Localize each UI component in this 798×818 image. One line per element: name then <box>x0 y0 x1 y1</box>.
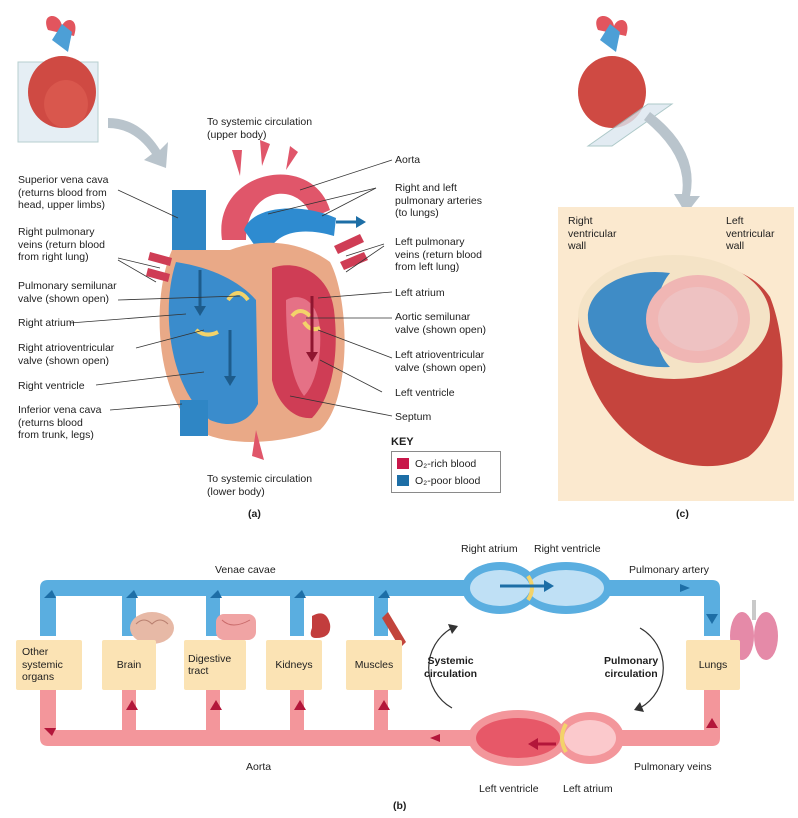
left-atrium-label: Left atrium <box>395 287 445 299</box>
key-row-rich: O₂-rich blood <box>397 455 495 472</box>
heart-cross-section <box>146 140 368 460</box>
o2-poor-swatch <box>397 475 409 486</box>
aortic-valve-label: Aortic semilunar valve (shown open) <box>395 311 487 336</box>
pulmonary-artery-label: Pulmonary artery <box>629 564 709 576</box>
right-ventricular-wall-label: Right ventricular wall <box>568 215 617 252</box>
superior-vena-cava-label: Superior vena cava (returns blood from h… <box>18 174 109 211</box>
left-ventricular-wall-label: Left ventricular wall <box>726 215 775 252</box>
organ-box-other: Other systemic organs <box>16 640 82 690</box>
key-row-poor: O₂-poor blood <box>397 472 495 489</box>
key-title: KEY <box>391 436 414 448</box>
organ-box-brain: Brain <box>102 640 156 690</box>
o2-rich-swatch <box>397 458 409 469</box>
b-right-ventricle-label: Right ventricle <box>534 543 601 555</box>
pointer-arrow-a <box>108 118 168 168</box>
leader-lines-a <box>69 159 393 417</box>
pulmonary-valve-label: Pulmonary semilunar valve (shown open) <box>18 280 117 305</box>
right-ventricle-label: Right ventricle <box>18 380 85 392</box>
caption-b: (b) <box>393 800 407 812</box>
heart-thumbnail-a <box>17 15 99 143</box>
organ-box-digestive: Digestive tract <box>184 640 246 690</box>
pulmonary-circulation-label: Pulmonary circulation <box>604 655 659 680</box>
pointer-arrow-c <box>644 112 700 214</box>
caption-c: (c) <box>676 508 689 520</box>
organ-box-kidneys: Kidneys <box>266 640 322 690</box>
o2-poor-label: O₂-poor blood <box>415 474 481 487</box>
left-ventricle-label: Left ventricle <box>395 387 455 399</box>
b-right-atrium-label: Right atrium <box>461 543 518 555</box>
pulmonary-arteries-label: Right and left pulmonary arteries (to lu… <box>395 182 482 219</box>
pulmonary-veins-label: Pulmonary veins <box>634 761 712 773</box>
right-av-valve-label: Right atrioventricular valve (shown open… <box>18 342 115 367</box>
b-left-atrium-label: Left atrium <box>563 783 613 795</box>
to-systemic-lower-label: To systemic circulation (lower body) <box>207 473 313 498</box>
right-atrium-label: Right atrium <box>18 317 75 329</box>
left-pulmonary-veins-label: Left pulmonary veins (return blood from … <box>395 236 482 273</box>
organ-box-muscles: Muscles <box>346 640 402 690</box>
right-pulmonary-veins-label: Right pulmonary veins (return blood from… <box>18 226 105 263</box>
systemic-circulation-label: Systemic circulation <box>424 655 478 680</box>
venae-cavae-label: Venae cavae <box>215 564 276 576</box>
ventricle-cross-section <box>578 255 783 467</box>
b-aorta-label: Aorta <box>246 761 272 773</box>
inferior-vena-cava-label: Inferior vena cava (returns blood from t… <box>18 404 102 441</box>
caption-a: (a) <box>248 508 261 520</box>
blood-key: KEY O₂-rich blood O₂-poor blood <box>391 436 501 493</box>
to-systemic-upper-label: To systemic circulation (upper body) <box>207 116 313 141</box>
organ-box-lungs: Lungs <box>686 640 740 690</box>
aorta-label: Aorta <box>395 154 421 166</box>
b-left-ventricle-label: Left ventricle <box>479 783 539 795</box>
ventricle-cross-section-panel: Right ventricular wall Left ventricular … <box>558 207 794 501</box>
septum-label: Septum <box>395 411 432 423</box>
o2-rich-label: O₂-rich blood <box>415 457 477 470</box>
key-box: O₂-rich blood O₂-poor blood <box>391 451 501 493</box>
left-av-valve-label: Left atrioventricular valve (shown open) <box>395 349 487 374</box>
